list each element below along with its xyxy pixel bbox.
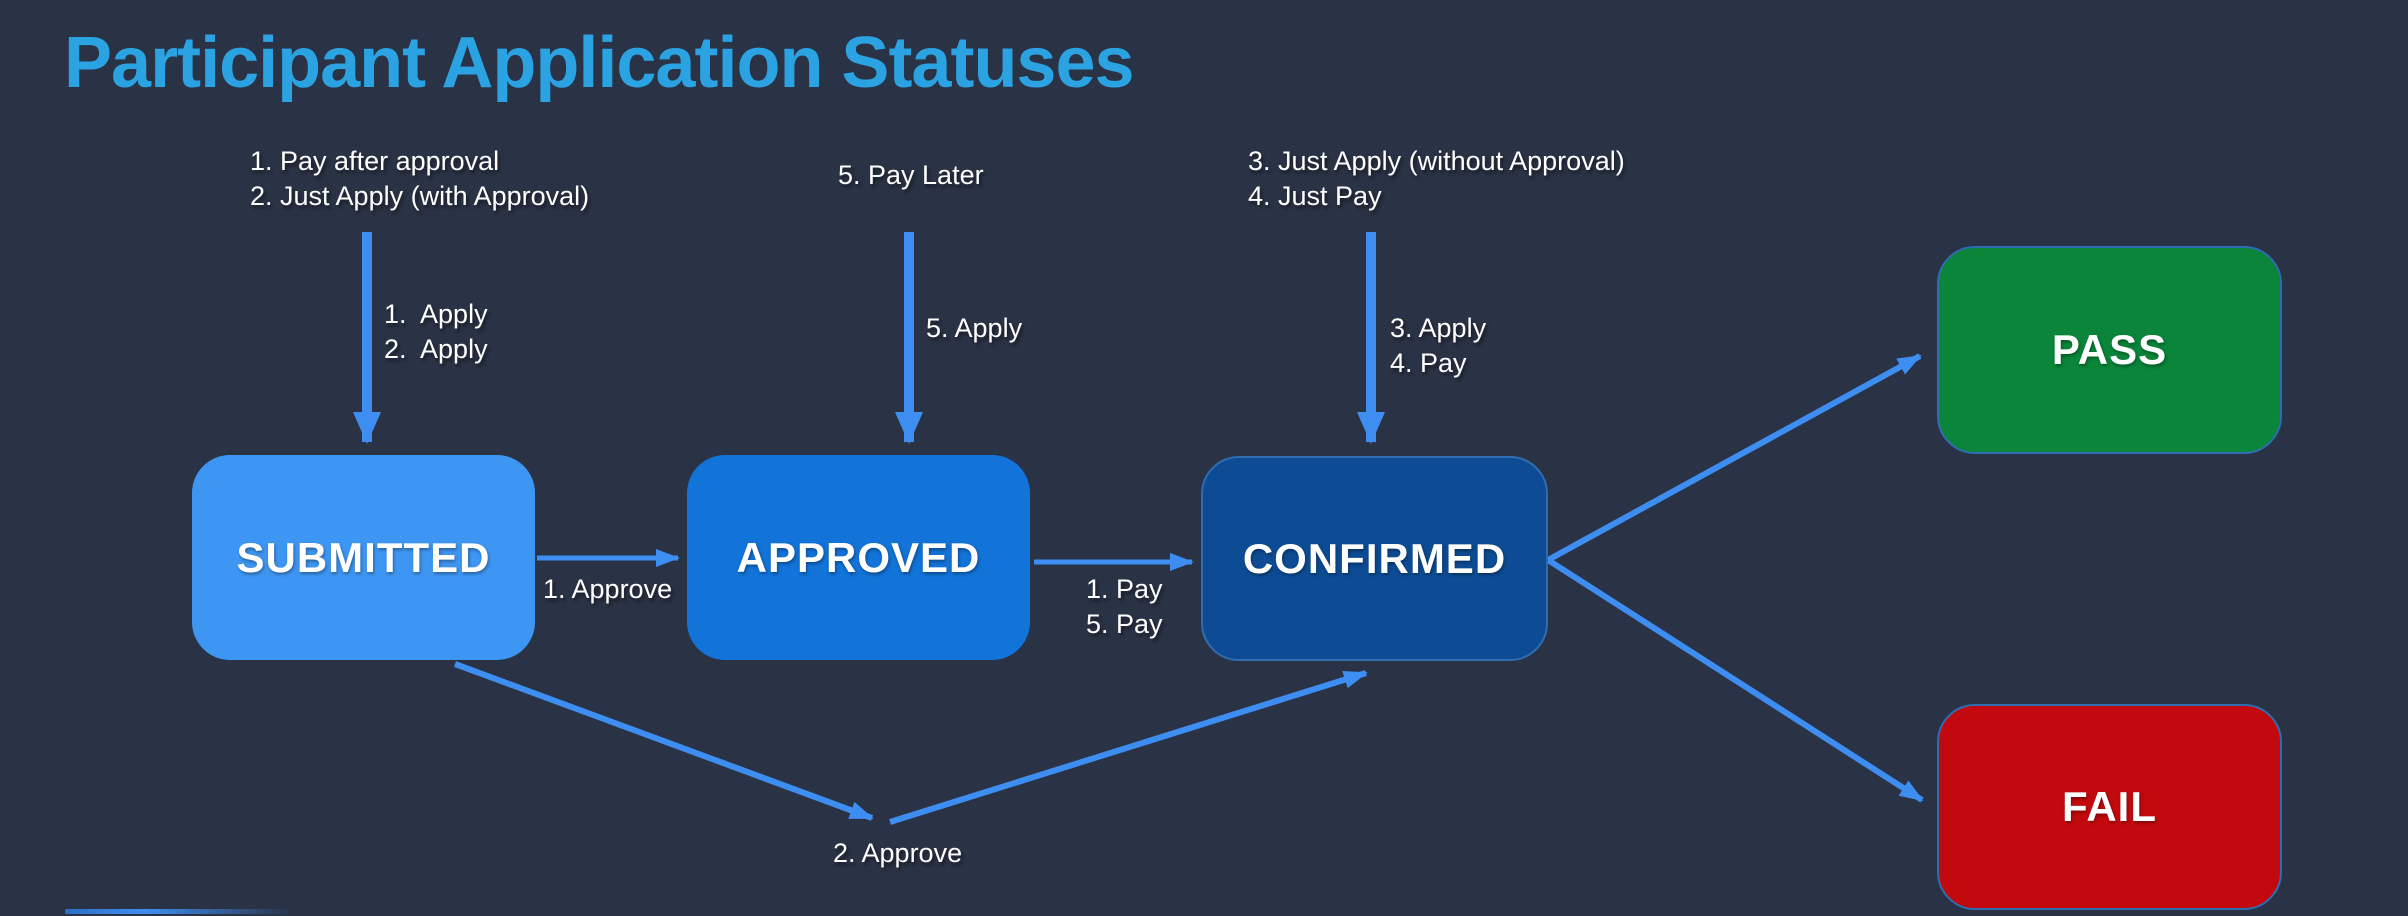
edge-confirmed-fail-arrow bbox=[1546, 557, 1924, 803]
page-title: Participant Application Statuses bbox=[64, 23, 1135, 103]
node-submitted-label: SUBMITTED bbox=[236, 533, 491, 581]
edge-submitted-vertex-arrow bbox=[453, 661, 874, 821]
node-submitted: SUBMITTED bbox=[192, 455, 535, 660]
label-arrow-into-approved: 5. Apply bbox=[926, 313, 1023, 343]
node-fail: FAIL bbox=[1937, 704, 2282, 910]
label-edge-submitted-confirmed: 2. Approve bbox=[833, 838, 963, 868]
node-confirmed-label: CONFIRMED bbox=[1242, 534, 1507, 582]
label-arrow-into-confirmed: 3. Apply 4. Pay bbox=[1390, 313, 1487, 379]
node-approved-label: APPROVED bbox=[736, 533, 981, 581]
node-pass-label: PASS bbox=[2051, 326, 2168, 373]
node-confirmed: CONFIRMED bbox=[1201, 456, 1548, 661]
label-edge-approved-confirmed: 1. Pay 5. Pay bbox=[1086, 574, 1163, 640]
label-edge-submitted-approved: 1. Approve bbox=[543, 574, 673, 604]
note-entry-approved: 5. Pay Later bbox=[838, 160, 984, 190]
node-fail-label: FAIL bbox=[2062, 783, 2157, 830]
slide-accent-strip bbox=[65, 909, 293, 914]
note-entry-submitted: 1. Pay after approval 2. Just Apply (wit… bbox=[250, 146, 590, 212]
note-entry-confirmed: 3. Just Apply (without Approval) 4. Just… bbox=[1248, 146, 1625, 212]
node-pass: PASS bbox=[1937, 246, 2282, 454]
label-arrow-into-submitted: 1. Apply 2. Apply bbox=[384, 299, 488, 365]
edge-vertex-confirmed-arrow bbox=[889, 670, 1368, 825]
node-approved: APPROVED bbox=[687, 455, 1030, 660]
edge-confirmed-pass-arrow bbox=[1546, 353, 1922, 563]
